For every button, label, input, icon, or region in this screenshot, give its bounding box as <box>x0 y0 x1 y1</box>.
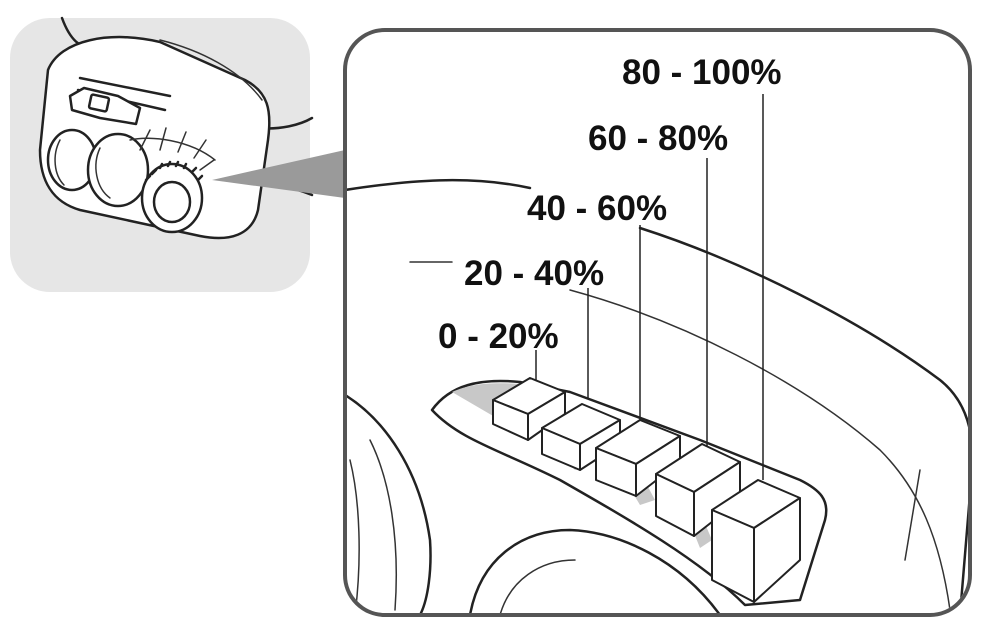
battery-level-indicator-icon <box>492 377 801 603</box>
led-segment-80-100 <box>711 479 801 603</box>
level-label-40-60: 40 - 60% <box>527 189 667 228</box>
level-labels: 0 - 20% 20 - 40% 40 - 60% 60 - 80% 80 - … <box>438 53 782 356</box>
detail-frame <box>343 28 972 617</box>
level-label-60-80: 60 - 80% <box>588 119 728 158</box>
level-label-20-40: 20 - 40% <box>464 254 604 293</box>
headlamp-thumbnail <box>10 16 314 292</box>
led-segment-20-40 <box>541 403 621 471</box>
headlamp-icon <box>38 16 314 240</box>
level-label-0-20: 0 - 20% <box>438 317 559 356</box>
led-segment-40-60 <box>595 419 681 497</box>
led-segment-60-80 <box>655 443 741 537</box>
zoom-beam <box>212 150 345 198</box>
detail-frame-border <box>343 28 972 617</box>
level-label-80-100: 80 - 100% <box>622 53 782 92</box>
led-segment-0-20 <box>492 377 566 441</box>
